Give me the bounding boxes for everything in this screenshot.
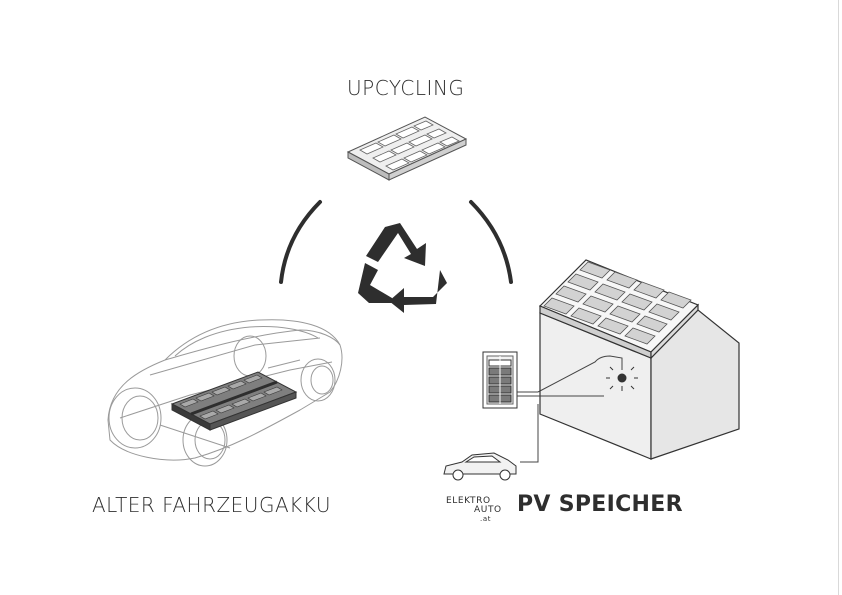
wiring	[517, 355, 623, 463]
label-old-vehicle-battery: ALTER FAHRZEUGAKKU	[92, 493, 331, 517]
label-pv-storage: PV SPEICHER	[517, 492, 683, 517]
logo-line-domain: .at	[480, 515, 492, 523]
logo-line-elektro: ELEKTRO	[446, 496, 491, 506]
car-battery-pack	[170, 371, 298, 431]
battery-module-icon	[346, 116, 468, 181]
house-with-solar-and-storage-icon	[443, 259, 740, 481]
recycle-icon	[358, 223, 447, 313]
cycle-arcs	[279, 200, 513, 284]
solar-panels	[543, 261, 692, 345]
arc-right	[469, 200, 513, 284]
elektroauto-logo: ELEKTRO AUTO .at	[446, 496, 512, 526]
page-edge-divider	[838, 0, 839, 595]
logo-line-auto: AUTO	[474, 505, 502, 515]
arc-left	[279, 200, 322, 284]
storage-cabinet	[482, 351, 518, 409]
light-bulb-icon	[606, 366, 638, 391]
label-upcycling: UPCYCLING	[347, 76, 465, 100]
electric-car-icon	[443, 452, 517, 481]
